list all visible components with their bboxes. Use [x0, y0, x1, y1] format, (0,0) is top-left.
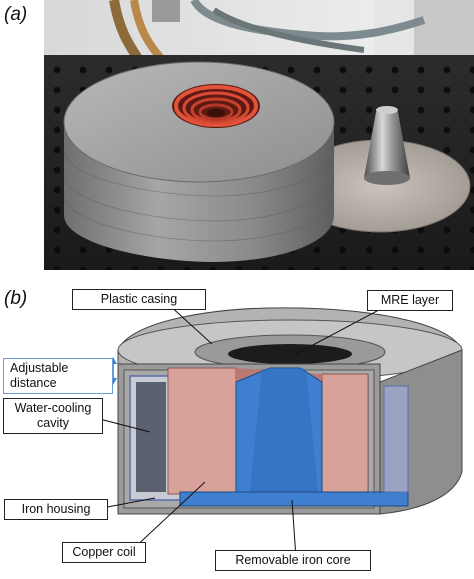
device-photo	[44, 0, 474, 270]
panel-b-label: (b)	[4, 288, 28, 309]
copper-coil-callout: Copper coil	[62, 542, 146, 563]
water-cooling-line2: cavity	[37, 416, 69, 430]
removable-iron-core-callout: Removable iron core	[215, 550, 371, 571]
water-cooling-line1: Water-cooling	[14, 401, 92, 415]
water-cooling-callout: Water-cooling cavity	[3, 398, 103, 434]
plastic-casing-callout: Plastic casing	[72, 289, 206, 310]
adjustable-distance-line1: Adjustable	[10, 361, 69, 375]
adjustable-distance-callout: Adjustable distance	[3, 358, 113, 394]
iron-housing-callout: Iron housing	[4, 499, 108, 520]
mre-layer-callout: MRE layer	[367, 290, 453, 311]
adjustable-distance-line2: distance	[10, 376, 57, 390]
panel-a-label: (a)	[4, 4, 28, 25]
cross-section-diagram	[87, 303, 463, 559]
